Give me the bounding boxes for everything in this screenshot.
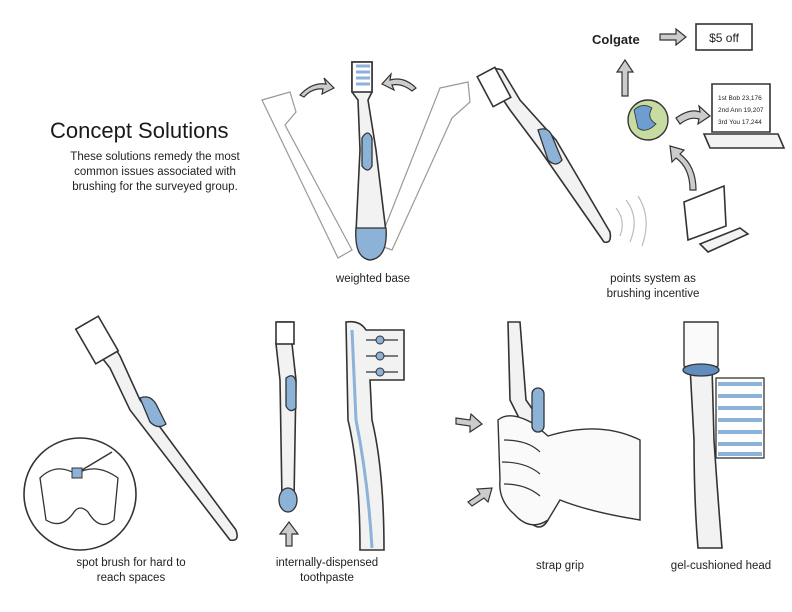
coupon-label: $5 off xyxy=(709,31,739,45)
strap-band xyxy=(531,387,545,433)
points-system-sketch: Colgate $5 off 1st Bob 23,176 2nd Ann 19… xyxy=(476,23,786,253)
page-title: Concept Solutions xyxy=(50,118,229,143)
brand-label: Colgate xyxy=(592,32,640,47)
rotate-right-arrow xyxy=(381,72,417,92)
caption-spot-brush: spot brush for hard to reach spaces xyxy=(76,557,186,584)
leaderboard-row-2: 2nd Ann 19,207 xyxy=(718,107,764,114)
leaderboard-row-3: 3rd You 17,244 xyxy=(718,119,762,126)
spot-brush-sketch xyxy=(23,315,238,551)
strap-grip-sketch xyxy=(455,321,641,528)
coupon-box xyxy=(695,23,753,51)
gel-ring xyxy=(682,363,720,377)
leaderboard-row-1: 1st Bob 23,176 xyxy=(718,95,762,102)
rotate-left-arrow xyxy=(299,77,336,98)
caption-gel-cushioned-head: gel-cushioned head xyxy=(670,560,772,572)
caption-weighted-base: weighted base xyxy=(335,273,411,285)
gel-cushioned-head-sketch xyxy=(682,321,765,549)
caption-internally-dispensed: internally-dispensed toothpaste xyxy=(275,557,379,584)
caption-strap-grip: strap grip xyxy=(536,560,584,572)
internally-dispensed-sketch xyxy=(275,320,405,551)
caption-points-system: points system as brushing incentive xyxy=(606,273,700,300)
desktop-computer-icon xyxy=(683,184,750,253)
intro-text: These solutions remedy the most common i… xyxy=(70,151,240,193)
laptop-icon: 1st Bob 23,176 2nd Ann 19,207 3rd You 17… xyxy=(702,83,786,149)
weighted-base-sketch xyxy=(261,61,471,261)
